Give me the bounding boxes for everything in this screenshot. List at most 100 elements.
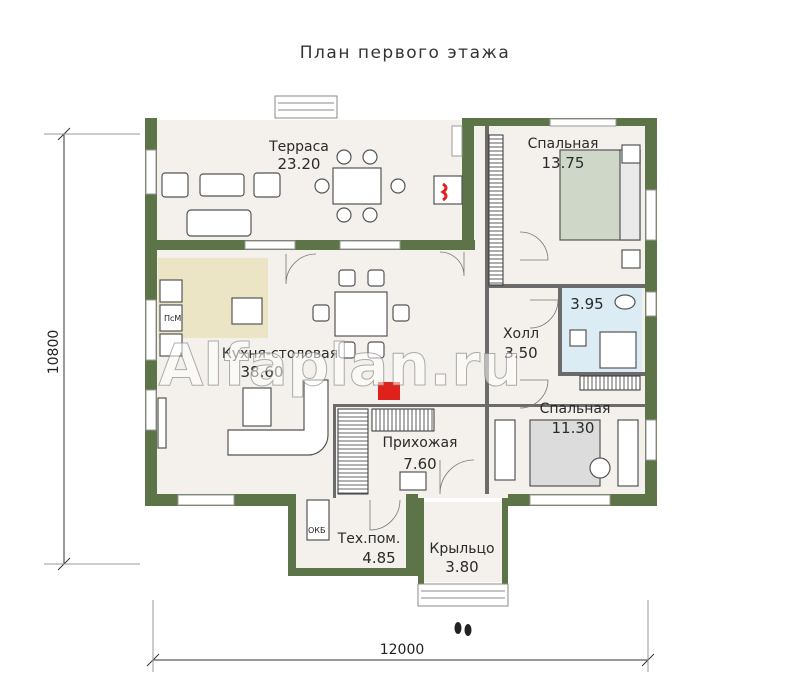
dimension-lines bbox=[44, 127, 655, 672]
hallway-furniture bbox=[399, 419, 639, 491]
boiler-label: ОКБ bbox=[308, 526, 325, 535]
desk bbox=[617, 419, 639, 487]
window-kitchen-left2 bbox=[145, 389, 157, 431]
terrace-armchair-left bbox=[161, 172, 189, 198]
area-bedroom1: 13.75 bbox=[542, 154, 585, 172]
terrace-steps-outer bbox=[274, 95, 338, 119]
nightstand bbox=[621, 249, 641, 269]
tv-stand bbox=[157, 397, 167, 449]
partition-bath-left bbox=[558, 288, 562, 374]
terrace-grill bbox=[433, 175, 463, 205]
wall-main-top bbox=[145, 240, 475, 250]
terrace-chair bbox=[362, 207, 378, 223]
bedroom1-furniture bbox=[559, 144, 641, 269]
label-hall: Холл bbox=[503, 326, 539, 342]
room-labels: Терраса 23.20 Спальная 13.75 3.95 Холл 3… bbox=[222, 136, 611, 576]
wardrobe-hatching bbox=[338, 138, 637, 494]
wall-tech-right bbox=[406, 494, 418, 576]
label-porch: Крыльцо bbox=[429, 541, 494, 557]
fridge bbox=[159, 333, 183, 357]
wall-tech-left bbox=[288, 494, 296, 576]
label-tech-room: Тех.пом. bbox=[337, 531, 401, 547]
dining-chairs bbox=[312, 269, 410, 359]
window-bedroom2-bottom bbox=[529, 494, 611, 506]
porch-floor bbox=[418, 502, 508, 582]
dim-width-label: 12000 bbox=[380, 642, 425, 658]
window-main-top2 bbox=[339, 240, 401, 250]
label-kitchen: Кухня-столовая bbox=[222, 346, 338, 362]
partition-hallway-left bbox=[333, 404, 336, 498]
wall-terrace-right bbox=[462, 118, 474, 248]
window-main-top1 bbox=[244, 240, 296, 250]
terrace-couch bbox=[186, 209, 252, 237]
area-tech-room: 4.85 bbox=[362, 549, 395, 567]
area-kitchen: 38.60 bbox=[241, 363, 284, 381]
area-hallway: 7.60 bbox=[403, 455, 436, 473]
label-bedroom1: Спальная bbox=[528, 136, 599, 152]
window-bath-right bbox=[645, 291, 657, 317]
hallway-bench bbox=[399, 471, 427, 491]
terrace-table bbox=[332, 167, 382, 205]
watermark: Alfaplan.ru bbox=[159, 331, 522, 399]
tech-room-fixtures bbox=[306, 499, 330, 541]
door-bedroom1 bbox=[519, 231, 549, 261]
wardrobe-bedroom1 bbox=[488, 134, 504, 286]
dining-chair bbox=[367, 269, 385, 287]
dining-chair bbox=[392, 304, 410, 322]
label-terrace: Терраса bbox=[268, 139, 329, 155]
window-bedroom1-right bbox=[645, 189, 657, 241]
porch-steps-outer bbox=[417, 583, 509, 607]
partition-hall-left bbox=[485, 288, 489, 494]
terrace-sofa bbox=[199, 173, 245, 197]
area-terrace: 23.20 bbox=[278, 155, 321, 173]
area-hall: 3.50 bbox=[504, 344, 537, 362]
wall-tech-bottom bbox=[288, 568, 418, 576]
terrace-chair bbox=[390, 178, 406, 194]
partition-bedroom2-top bbox=[485, 404, 645, 407]
bedroom2-couch bbox=[494, 419, 516, 481]
corner-sofa bbox=[227, 379, 329, 456]
bathroom-fixtures bbox=[569, 294, 637, 369]
terrace-furniture bbox=[161, 149, 463, 237]
terrace-armchair-right bbox=[253, 172, 281, 198]
dishwasher-label: ПсМ bbox=[164, 314, 181, 323]
fireplace bbox=[378, 382, 400, 400]
dishwasher bbox=[159, 304, 183, 332]
footprint-right bbox=[464, 624, 472, 636]
wardrobes bbox=[337, 134, 641, 495]
dining-chair bbox=[338, 341, 356, 359]
window-kitchen-bottom bbox=[177, 494, 235, 506]
footprints-icon bbox=[454, 622, 472, 636]
partition-bedroom1-bottom bbox=[485, 284, 645, 288]
partition-hallway-top bbox=[333, 404, 485, 407]
partitions bbox=[333, 126, 645, 498]
porch-steps bbox=[417, 583, 509, 607]
partition-bedroom1-left bbox=[485, 126, 489, 286]
terrace-chair bbox=[314, 178, 330, 194]
toilet bbox=[614, 294, 636, 310]
door-entrance bbox=[439, 459, 475, 495]
footprint-left bbox=[454, 622, 462, 634]
kitchen-furniture bbox=[157, 279, 388, 456]
door-terrace bbox=[439, 251, 465, 277]
area-bathroom: 3.95 bbox=[570, 295, 603, 313]
door-kitchen bbox=[285, 253, 317, 285]
single-bed bbox=[529, 419, 601, 487]
boiler bbox=[306, 499, 330, 541]
plan-title: План первого этажа bbox=[300, 43, 511, 63]
terrace-chair bbox=[362, 149, 378, 165]
partition-bath-bottom bbox=[558, 372, 645, 376]
kitchen-sink bbox=[159, 279, 183, 303]
window-terrace-left bbox=[145, 149, 157, 195]
desk-chair bbox=[589, 457, 611, 479]
area-porch: 3.80 bbox=[445, 558, 478, 576]
shower-tray bbox=[599, 331, 637, 369]
wardrobe-bedroom2 bbox=[579, 375, 641, 391]
door-bedroom2 bbox=[519, 379, 549, 409]
terrace-chair bbox=[336, 149, 352, 165]
kitchen-island bbox=[242, 387, 272, 427]
wall-left bbox=[145, 240, 157, 506]
wardrobe-hallway-top bbox=[371, 408, 435, 432]
wall-porch-right bbox=[502, 498, 508, 584]
